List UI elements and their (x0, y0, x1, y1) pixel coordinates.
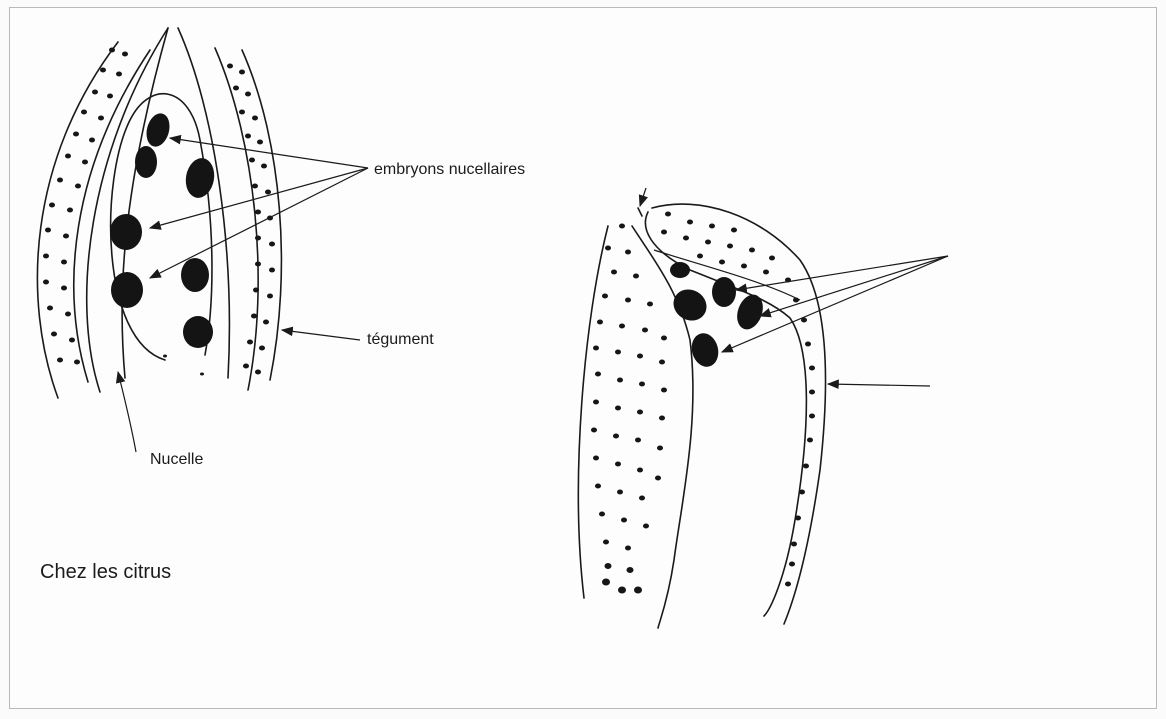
mango-micropyle-mark (638, 208, 642, 216)
citrus-outer-integument-left-inner (74, 50, 150, 382)
citrus-nucelle-arrow (118, 372, 136, 452)
mango-micropyle-arrow (640, 188, 646, 206)
mango-left-column-dots (591, 224, 667, 594)
citrus-embryons-label: embryons nucellaires (374, 161, 525, 178)
mango-embryos (668, 262, 768, 370)
citrus-embryo-arrow-2 (150, 168, 368, 228)
citrus-tegument-arrow (282, 330, 360, 340)
citrus-embryo-arrow-3 (150, 168, 368, 278)
citrus-caption: Chez les citrus (40, 561, 171, 583)
citrus-left-band-dots (43, 48, 128, 365)
mango-left-column-inner (632, 226, 693, 628)
citrus-nucelle-label: Nucelle (150, 451, 203, 468)
citrus-ovule: embryons nucellaires tégument Nucelle Ch… (37, 28, 525, 583)
citrus-integument-right-inner (215, 48, 258, 390)
citrus-nucelle-left (87, 28, 168, 392)
citrus-outer-integument-left-outer (37, 42, 118, 398)
mango-tegument-dots (785, 366, 815, 587)
mango-ovule (578, 188, 948, 628)
mango-nucelle-dots (661, 212, 811, 347)
mango-embryo-arrow-2 (760, 256, 948, 316)
mango-tegument-arrow (828, 384, 930, 386)
citrus-tegument-label: tégument (367, 331, 434, 348)
